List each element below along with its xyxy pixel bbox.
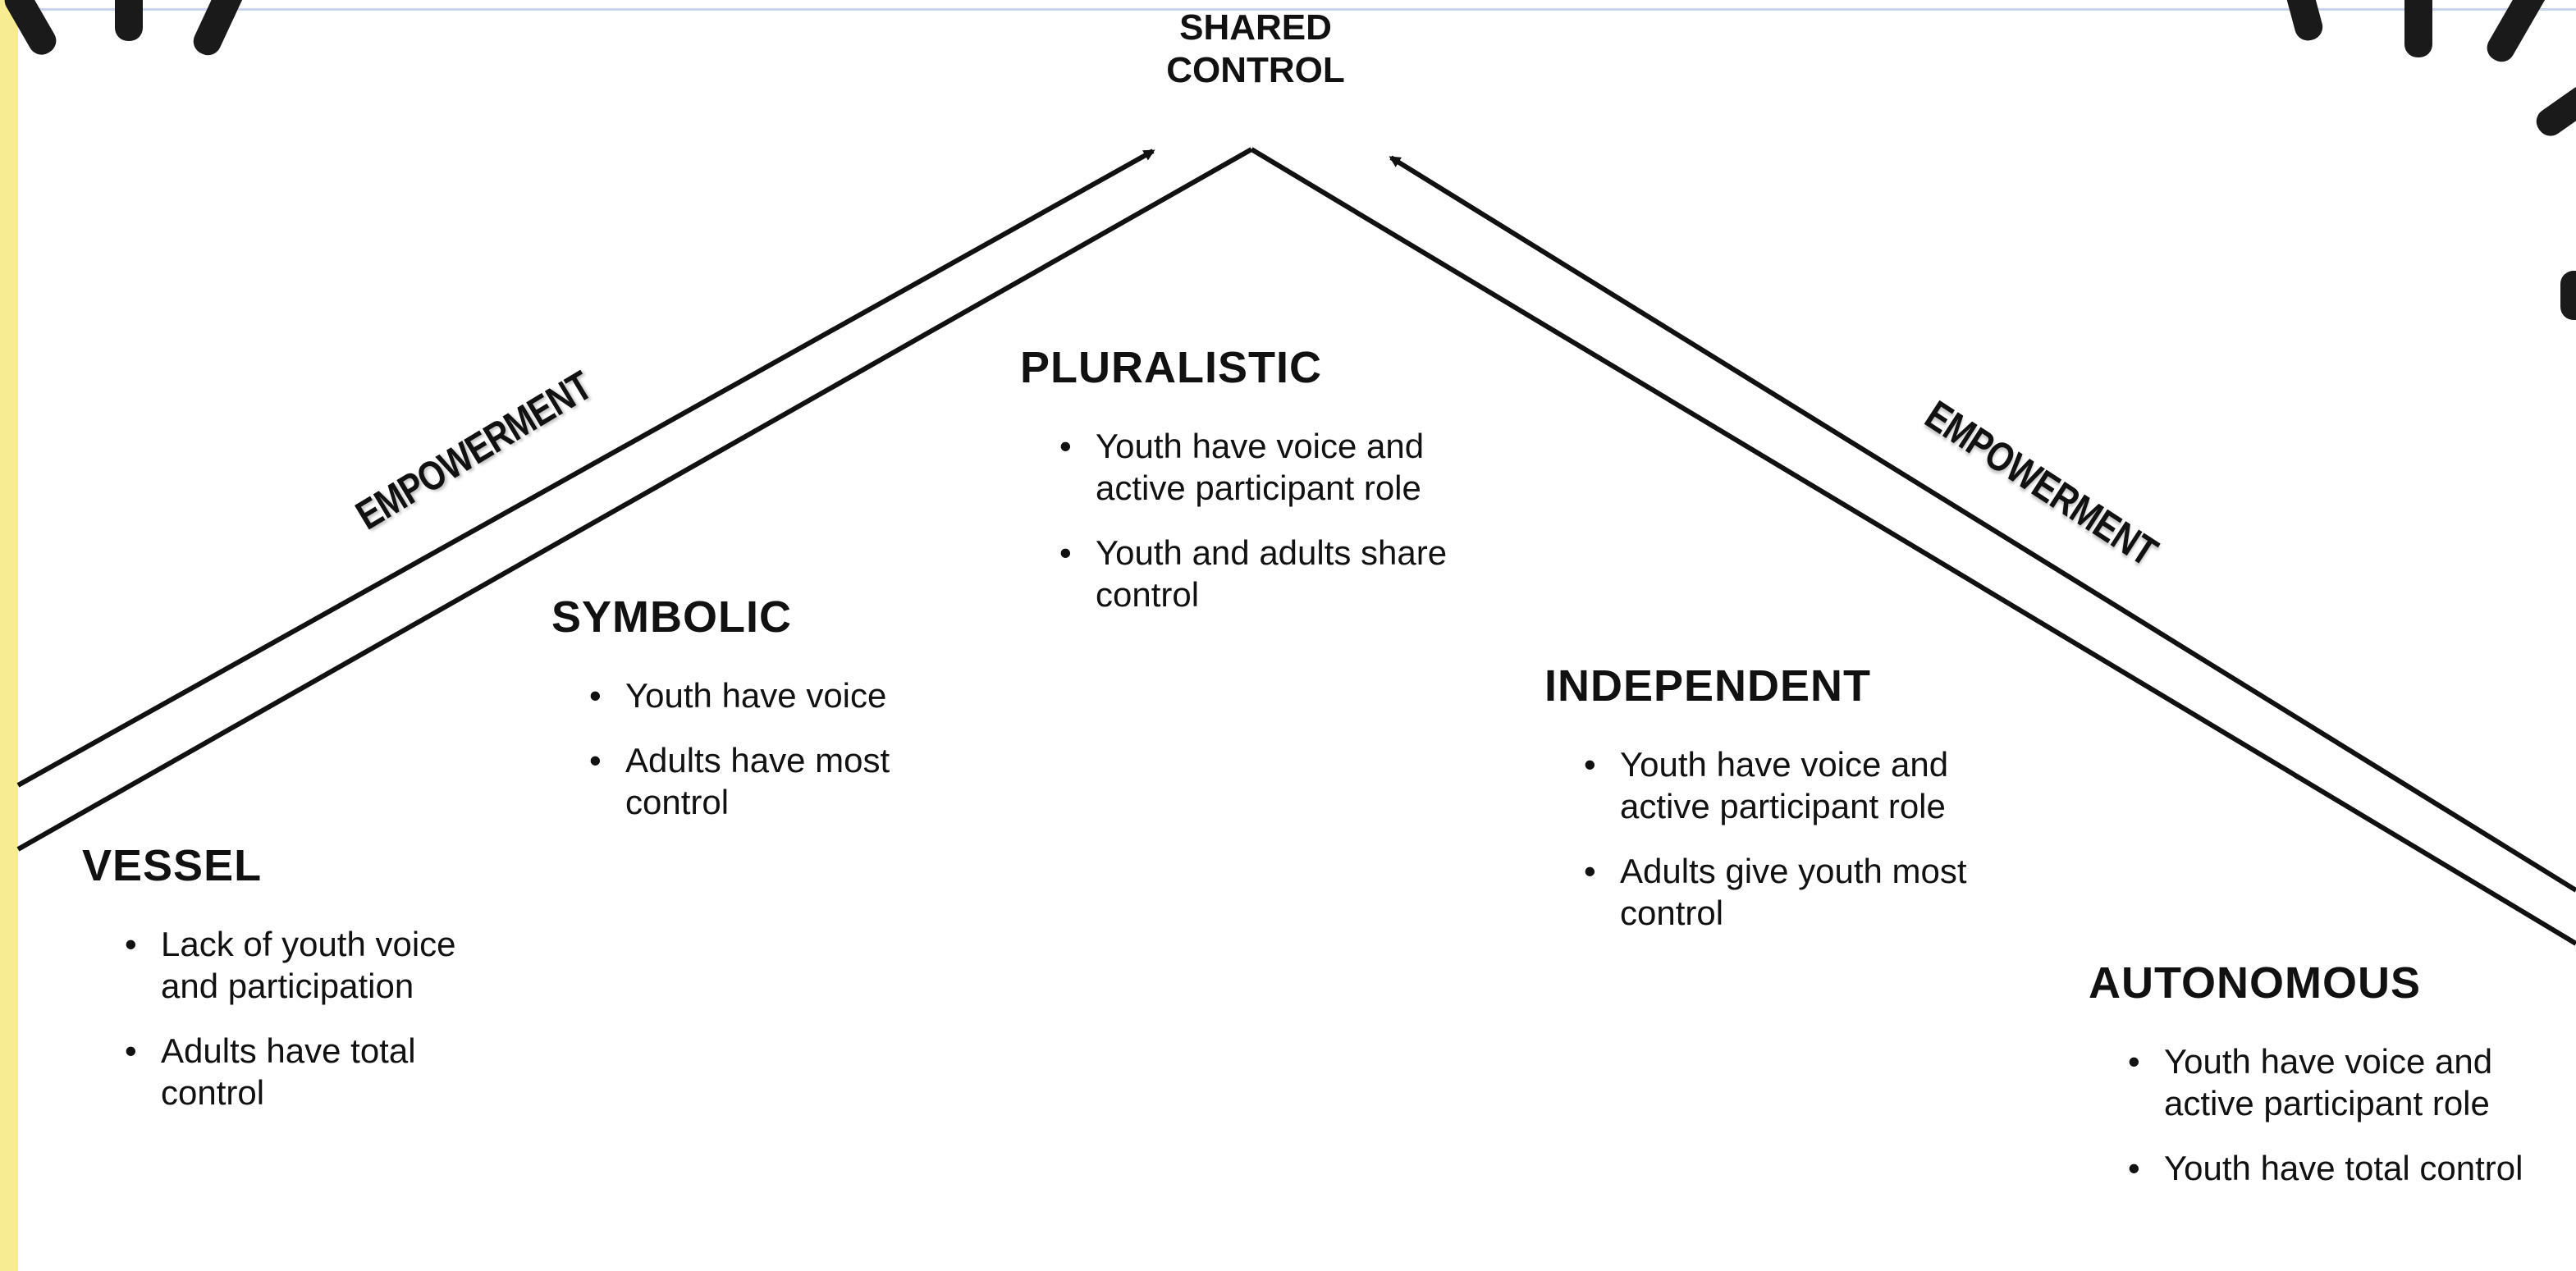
bullet-list: Youth have voice Adults have most contro…	[589, 674, 929, 823]
bullet-list: Youth have voice and active participant …	[1584, 743, 2004, 934]
peak-line-2: CONTROL	[1166, 50, 1345, 90]
top-divider	[18, 8, 2576, 11]
level-vessel: VESSEL Lack of youth voice and participa…	[82, 841, 492, 1136]
bullet-item: Youth and adults share control	[1059, 532, 1480, 615]
bullet-list: Youth have voice and active participant …	[2128, 1040, 2548, 1189]
decorative-stroke	[115, 0, 143, 41]
bullet-item: Adults have most control	[589, 739, 929, 823]
bullet-item: Youth have voice and active participant …	[1059, 425, 1480, 509]
bullet-list: Lack of youth voice and participation Ad…	[125, 923, 492, 1113]
shared-control-label: SHARED CONTROL	[1091, 7, 1420, 92]
right-empowerment-arrow	[1389, 155, 2576, 893]
level-autonomous: AUTONOMOUS Youth have voice and active p…	[2089, 958, 2548, 1212]
bullet-list: Youth have voice and active participant …	[1059, 425, 1480, 615]
bullet-item: Youth have voice	[589, 674, 929, 716]
level-title: INDEPENDENT	[1544, 661, 1872, 711]
bullet-item: Lack of youth voice and participation	[125, 923, 492, 1007]
level-title: VESSEL	[82, 841, 263, 890]
left-roof-line	[16, 147, 1253, 852]
level-independent: INDEPENDENT Youth have voice and active …	[1544, 661, 2004, 957]
side-accent-strip	[0, 0, 18, 1271]
level-pluralistic: PLURALISTIC Youth have voice and active …	[1020, 343, 1480, 638]
peak-line-1: SHARED	[1179, 7, 1332, 48]
level-title: PLURALISTIC	[1020, 343, 1322, 392]
bullet-item: Youth have voice and active participant …	[2128, 1040, 2548, 1124]
level-symbolic: SYMBOLIC Youth have voice Adults have mo…	[551, 592, 929, 846]
right-roof-line	[1250, 147, 2576, 946]
bullet-item: Adults have total control	[125, 1030, 492, 1113]
left-empowerment-arrow	[16, 149, 1155, 788]
bullet-item: Youth have voice and active participant …	[1584, 743, 2004, 827]
level-title: AUTONOMOUS	[2089, 958, 2422, 1008]
decorative-stroke	[2404, 0, 2432, 57]
decorative-stroke	[2560, 271, 2576, 320]
bullet-item: Adults give youth most control	[1584, 850, 2004, 934]
bullet-item: Youth have total control	[2128, 1147, 2548, 1189]
level-title: SYMBOLIC	[551, 592, 793, 642]
